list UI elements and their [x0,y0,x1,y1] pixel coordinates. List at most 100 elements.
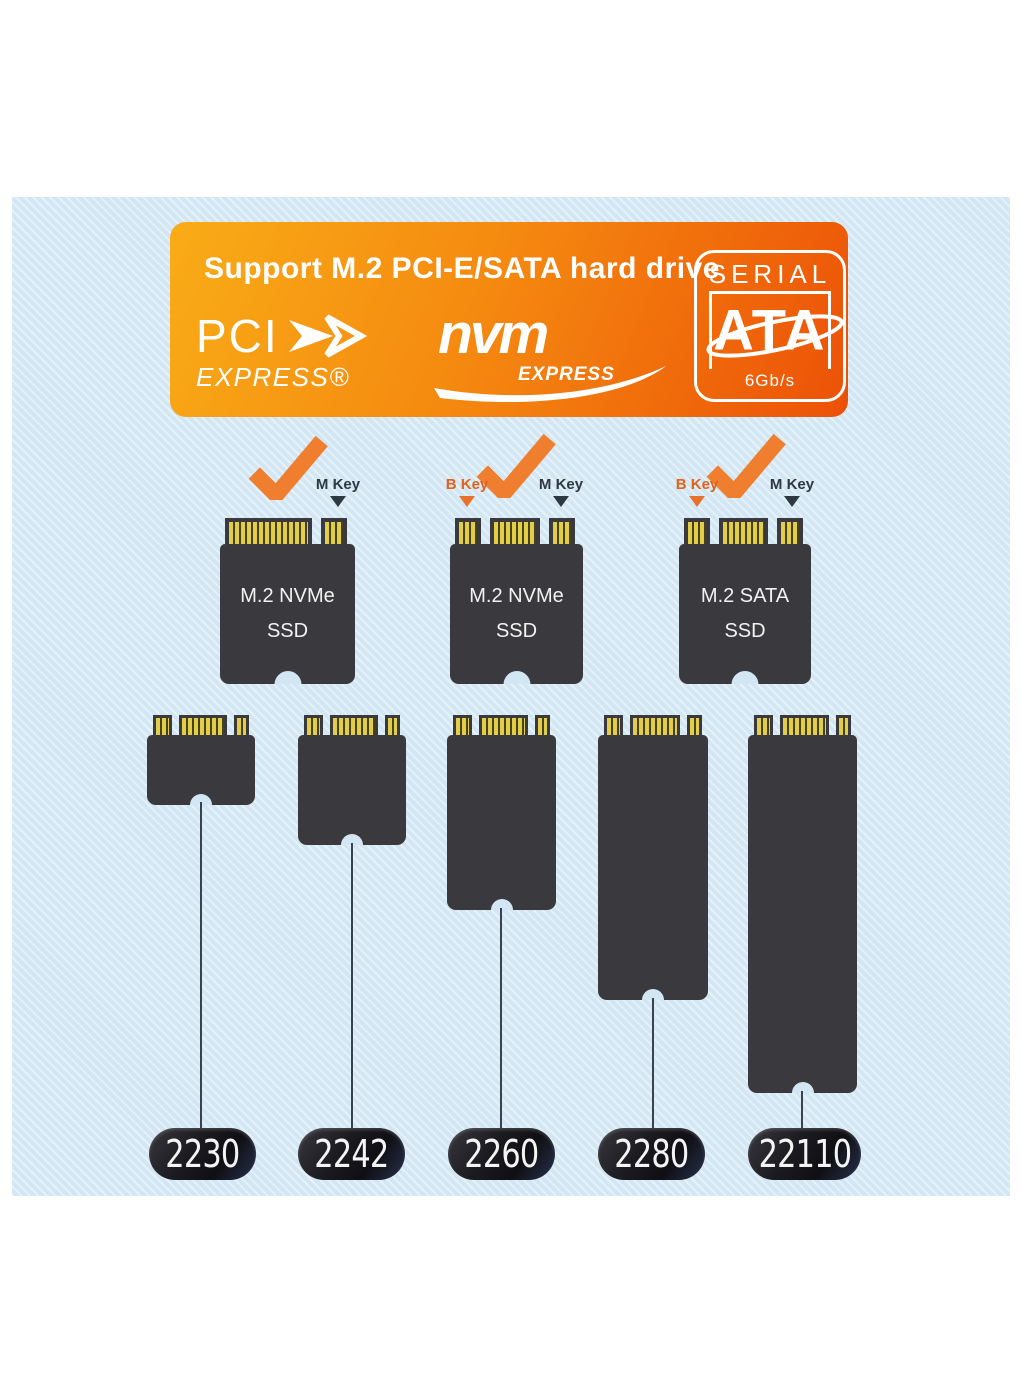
leader-line [351,843,353,1128]
b-key-marker: B Key [662,476,732,507]
length-label-2230: 2230 [149,1128,256,1180]
length-value: 2242 [314,1132,389,1176]
m2-edge-connector [147,715,255,735]
m-key-label: M Key [315,476,361,493]
ssd-body: M.2 NVMe SSD [450,544,583,684]
pin-group [687,715,702,735]
pin-group [179,715,227,735]
sata-speed-text: 6Gb/s [744,370,796,390]
key-triangle-icon [459,496,475,507]
nvme-logo: nvm EXPRESS [432,306,672,406]
pin-group [321,518,347,544]
pci-express-text: EXPRESS® [196,362,350,392]
pin-group [455,518,481,544]
mount-notch [642,989,664,1000]
pin-group [385,715,400,735]
m-key-marker: M Key [757,476,827,507]
m2-2260-silhouette [447,715,556,910]
pin-group [777,518,803,544]
ssd-name-line2: SSD [724,620,766,642]
checkmark-icon [706,434,786,498]
pin-group [490,518,540,544]
pin-group [479,715,528,735]
pin-group [719,518,768,544]
ssd-body [748,735,857,1093]
ssd-name-line1: M.2 NVMe [240,585,335,607]
mount-notch [274,671,301,684]
ssd-name-line2: SSD [495,620,538,642]
ssd-body: M.2 NVMe SSD [220,544,355,684]
pin-group [754,715,773,735]
m2-2230-silhouette [147,715,255,805]
key-triangle-icon [689,496,705,507]
ssd-body [298,735,406,845]
leader-line [500,908,502,1128]
pin-group [330,715,378,735]
leader-line [200,802,202,1128]
mount-notch [341,834,363,845]
m-key-marker: M Key [303,476,373,507]
ssd-name-line2: SSD [266,620,309,642]
pin-group [604,715,623,735]
ssd-name-line1: M.2 NVMe [469,585,564,607]
length-label-22110: 22110 [748,1128,861,1180]
pin-group [780,715,829,735]
length-value: 2260 [464,1132,539,1176]
m2-2280-silhouette [598,715,708,1000]
leader-line [801,1091,803,1130]
ssd-body: M.2 SATA SSD [679,544,811,684]
ssd-body [447,735,556,910]
b-key-label: B Key [445,476,489,493]
length-value: 22110 [758,1132,852,1176]
m2-edge-connector [598,715,708,735]
m2-2242-silhouette [298,715,406,845]
m2-edge-connector [447,715,556,735]
mount-notch [731,671,759,684]
length-label-2242: 2242 [298,1128,405,1180]
m-key-marker: M Key [526,476,596,507]
ssd-body [147,735,255,805]
b-key-marker: B Key [432,476,502,507]
pin-group [234,715,249,735]
pin-group [630,715,680,735]
support-banner: Support M.2 PCI-E/SATA hard drive PCI EX… [170,222,848,417]
pin-group [684,518,710,544]
length-label-2260: 2260 [448,1128,555,1180]
pin-group [535,715,550,735]
serial-text: SERIAL [708,259,832,289]
nvme-express-text: EXPRESS [518,364,615,385]
checkmark-icon [476,434,556,498]
ata-box: ATA [706,290,844,369]
m2-edge-connector [748,715,857,735]
m2-sata-ssd-card-bmkey: M.2 SATA SSD [679,518,811,684]
m2-edge-connector [298,715,406,735]
m2-edge-connector [220,518,355,544]
pci-arrow-icon [288,314,367,358]
mount-notch [190,794,212,805]
pci-express-logo: PCI EXPRESS® [196,312,367,393]
banner-title: Support M.2 PCI-E/SATA hard drive [204,252,720,285]
m2-edge-connector [679,518,811,544]
key-triangle-icon [330,496,346,507]
pin-group [549,518,575,544]
length-value: 2280 [614,1132,689,1176]
pin-group [153,715,172,735]
mount-notch [791,1082,814,1093]
serial-ata-logo: SERIAL ATA 6Gb/s [694,250,846,402]
mount-notch [490,899,513,910]
length-value: 2230 [165,1132,240,1176]
sata-swirl-icon [706,313,844,358]
m2-nvme-ssd-card-mkey: M.2 NVMe SSD [220,518,355,684]
checkmark-icon [248,436,328,500]
nvm-logo-text: nvm [438,302,549,366]
key-triangle-icon [553,496,569,507]
m-key-label: M Key [538,476,584,493]
pin-group [836,715,851,735]
pin-group [453,715,472,735]
leader-line [652,998,654,1128]
m-key-label: M Key [769,476,815,493]
ssd-name-line1: M.2 SATA [700,585,790,607]
pin-group [304,715,323,735]
pci-logo-text: PCI [196,310,279,362]
